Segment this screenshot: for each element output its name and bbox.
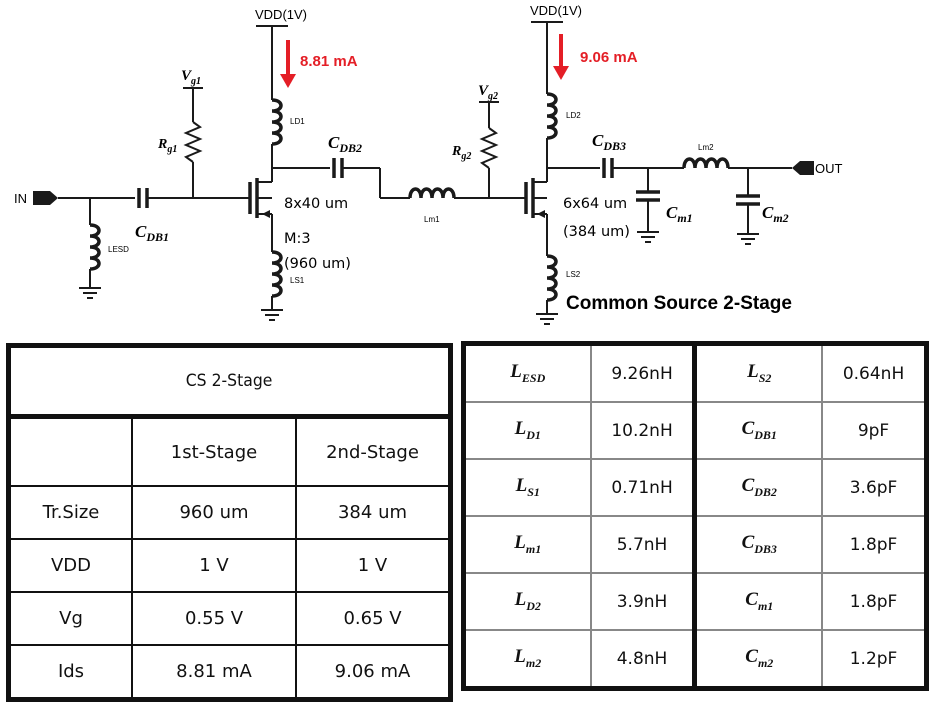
table-title: CS 2-Stage [7,344,452,419]
table-cell: Vg [7,591,133,646]
table-header-cell: 2nd-Stage [295,415,452,487]
component-symbol: LD1 [462,401,592,460]
table-cell: 8.81 mA [131,644,297,701]
transistor-m2 [524,178,547,218]
current1-label: 8.81 mA [300,53,358,70]
rg2-resistor [479,127,499,169]
m1-size-line3: (960 um) [284,256,351,272]
component-value: 10.2nH [589,401,698,460]
m1-size-line1: 8x40 um [284,196,348,212]
lesd-label: LESD [108,245,129,254]
component-symbol: CDB3 [693,515,824,574]
cdb3-label: CDB3 [592,131,626,153]
component-value: 3.6pF [821,458,928,517]
table-cell: 1 V [131,538,297,593]
component-symbol: LS1 [462,458,592,517]
vdd2-label: VDD(1V) [530,3,582,18]
ld1-label: LD1 [290,117,305,126]
table-cell: 0.65 V [295,591,452,646]
in-port [33,191,58,205]
ld2-inductor [546,92,558,140]
component-value: 1.8pF [821,572,928,631]
lesd-inductor [89,223,101,271]
component-value: 1.8pF [821,515,928,574]
rg1-label: Rg1 [157,137,177,155]
vg1-label: Vg1 [181,68,201,87]
component-symbol: CDB1 [693,401,824,460]
ls1-label: LS1 [290,276,305,285]
cm2-label: Cm2 [762,203,789,225]
component-value: 9.26nH [589,342,698,403]
ls2-inductor [546,254,558,302]
table-cell: Tr.Size [7,485,133,540]
ls2-label: LS2 [566,270,581,279]
rg1-resistor [183,121,203,163]
table-cell: VDD [7,538,133,593]
table-cell: 1 V [295,538,452,593]
component-symbol: LS2 [693,342,824,403]
component-value: 0.64nH [821,342,928,403]
current2-label: 9.06 mA [580,49,638,66]
component-symbol: Lm2 [462,629,592,690]
component-symbol: Cm1 [693,572,824,631]
ls1-inductor [271,250,283,298]
component-symbol: LD2 [462,572,592,631]
cdb1-label: CDB1 [135,222,169,244]
component-value: 0.71nH [589,458,698,517]
lm1-label: Lm1 [424,215,440,224]
circuit-schematic: IN LESD CDB1 Vg1 Rg1 8x40 um M:3 (960 um… [14,3,843,325]
schematic-title: Common Source 2-Stage [566,293,792,314]
ground-symbol [261,309,283,321]
table-cell: Ids [7,644,133,701]
component-value: 3.9nH [589,572,698,631]
table-cell: 0.55 V [131,591,297,646]
component-value: 4.8nH [589,629,698,690]
lm2-inductor [682,157,730,169]
ground-symbol [737,233,759,245]
table-cell: 9.06 mA [295,644,452,701]
component-value: 9pF [821,401,928,460]
in-label: IN [14,191,27,206]
component-symbol: CDB2 [693,458,824,517]
lm2-label: Lm2 [698,143,714,152]
table-cell: 960 um [131,485,297,540]
vdd1-label: VDD(1V) [255,7,307,22]
cdb2-label: CDB2 [328,133,362,155]
component-values-table: LESD 9.26nH LS2 0.64nH LD1 10.2nH CDB1 9… [461,341,929,691]
ld2-label: LD2 [566,111,581,120]
out-label: OUT [815,161,843,176]
ground-symbol [637,231,659,243]
vg2-label: Vg2 [478,83,498,102]
table-header-cell: 1st-Stage [131,415,297,487]
m2-size-line2: (384 um) [563,224,630,240]
component-symbol: Cm2 [693,629,824,690]
cm1-label: Cm1 [666,203,693,225]
component-value: 5.7nH [589,515,698,574]
component-symbol: Lm1 [462,515,592,574]
rg2-label: Rg2 [451,144,471,162]
component-symbol: LESD [462,342,592,403]
ld1-inductor [271,98,283,146]
transistor-m1 [248,178,272,218]
table-header-cell [7,415,133,487]
ground-symbol [79,287,101,299]
lm1-inductor [408,187,456,199]
m1-size-line2: M:3 [284,231,311,247]
out-port [792,161,814,175]
component-value: 1.2pF [821,629,928,690]
ground-symbol [536,313,558,325]
m2-size-line1: 6x64 um [563,196,627,212]
table-cell: 384 um [295,485,452,540]
